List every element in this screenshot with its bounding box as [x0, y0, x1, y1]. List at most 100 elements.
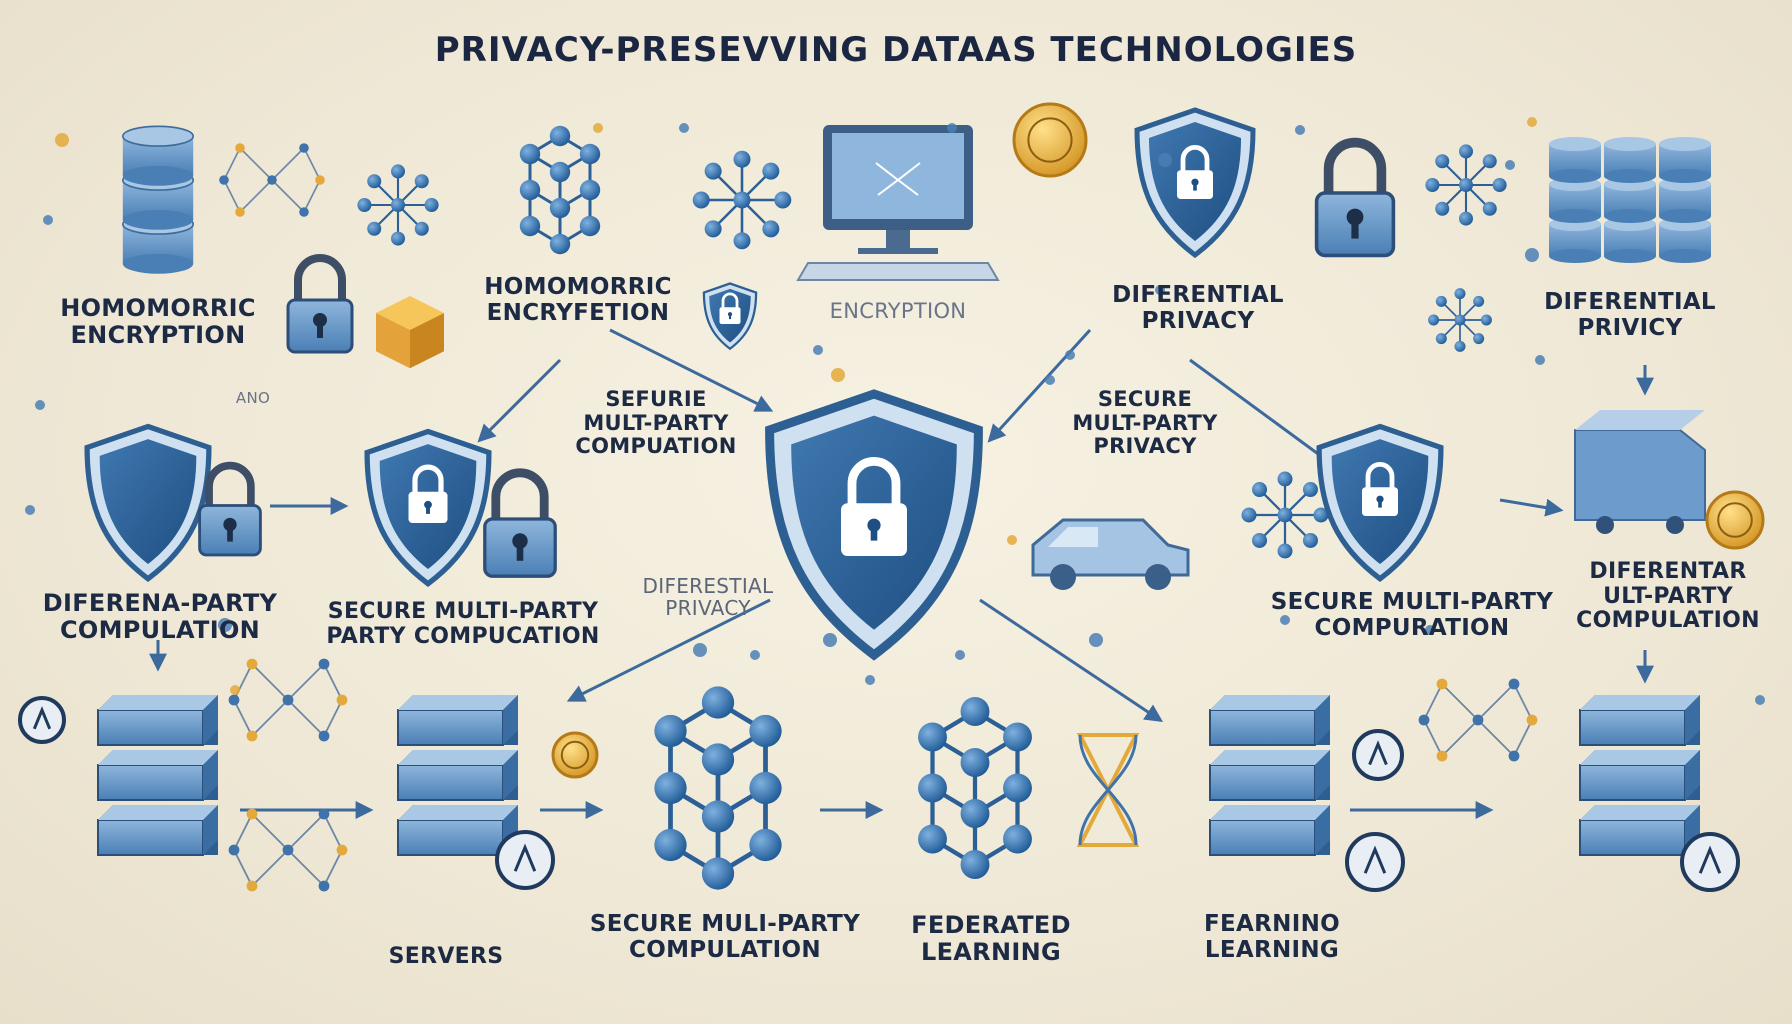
network-icon	[1241, 471, 1329, 559]
decorative-dot	[813, 345, 823, 355]
page-title: PRIVACY-PRESEVVING DATAAS TECHNOLOGIES	[434, 30, 1358, 70]
network-icon	[228, 808, 348, 892]
server-stack-icon	[1209, 695, 1330, 856]
decorative-dot	[1527, 117, 1537, 127]
label-encryption: ENCRYPTION	[829, 299, 967, 324]
server-stack-icon	[97, 695, 218, 856]
label-line: ENCRYPTION	[829, 299, 967, 323]
decorative-dot	[947, 123, 957, 133]
label-line: LEARNING	[1204, 936, 1340, 963]
label-line: COMPULATION	[1576, 608, 1760, 634]
label-line: SECURE MULTI-PARTY	[1270, 589, 1554, 615]
padlock-icon	[841, 457, 907, 556]
label-line: HOMOMORRIC	[60, 294, 256, 322]
decorative-dot	[55, 133, 69, 147]
label-line: COMPURATION	[1314, 614, 1510, 641]
padlock-icon	[1362, 462, 1398, 516]
network-icon	[219, 143, 325, 217]
connector-arrow	[609, 328, 774, 412]
label-line: DIFERENTIAL	[1112, 282, 1284, 308]
label-line: ENCRYPTION	[70, 320, 246, 349]
network-icon	[1425, 144, 1507, 226]
decorative-dot	[1045, 375, 1055, 385]
connector-arrow	[1499, 498, 1564, 517]
circle-badge-icon	[18, 696, 66, 744]
cube-icon	[376, 296, 444, 369]
label-line: DIFERENTAR	[1589, 559, 1747, 584]
decorative-dot	[230, 685, 240, 695]
label-line: SEFURIE	[605, 387, 707, 411]
padlock-icon	[483, 468, 557, 578]
decorative-dot	[35, 400, 45, 410]
label-line: MULT-PARTY	[583, 410, 729, 435]
decorative-dot	[25, 505, 35, 515]
circle-badge-icon	[1345, 832, 1405, 892]
label-line: FEDERATED	[911, 911, 1071, 939]
database-icon	[1549, 137, 1711, 263]
decorative-dot	[593, 123, 603, 133]
decorative-dot	[750, 650, 760, 660]
padlock-icon	[1314, 137, 1396, 258]
connector-arrow	[566, 598, 771, 702]
decorative-dot	[1525, 248, 1539, 262]
label-line: PARTY COMPUCATION	[326, 623, 600, 649]
network-icon	[519, 125, 601, 255]
label-line: DIFERENA-PARTY	[42, 589, 278, 617]
label-line: COMPUATION	[575, 434, 737, 459]
connector-arrow	[979, 598, 1163, 722]
network-icon	[654, 686, 782, 890]
decorative-dot	[1158, 153, 1172, 167]
database-icon	[121, 125, 195, 274]
padlock-icon	[1177, 145, 1213, 199]
label-line: DIFERESTIAL	[642, 574, 774, 598]
decorative-dot	[1505, 160, 1515, 170]
padlock-icon	[408, 464, 448, 523]
computer-monitor-icon	[796, 125, 1000, 281]
padlock-icon	[286, 254, 354, 354]
label-line: SERVERS	[388, 944, 504, 969]
decorative-dot	[831, 368, 845, 382]
padlock-icon	[198, 461, 262, 557]
decorative-dot	[955, 650, 965, 660]
label-line: COMPULATION	[629, 936, 821, 963]
hourglass-icon	[1076, 733, 1140, 847]
decorative-dot	[1425, 625, 1435, 635]
connector-arrow	[1189, 358, 1343, 473]
decorative-dot	[218, 618, 232, 632]
label-line: DIFERENTIAL	[1544, 289, 1716, 315]
network-icon	[228, 658, 348, 742]
shield-icon	[84, 423, 212, 583]
server-stack-icon	[397, 695, 518, 856]
label-line: SECURE MULTI-PARTY	[327, 599, 599, 624]
connector-arrow	[477, 358, 562, 443]
label-line: SECURE	[1097, 387, 1193, 411]
decorative-dot	[1065, 350, 1075, 360]
server-stack-icon	[1579, 695, 1700, 856]
network-icon	[1428, 288, 1492, 352]
label-and: ANO	[236, 390, 270, 407]
decorative-dot	[823, 633, 837, 647]
label-line: PRIVACY	[1093, 434, 1197, 459]
network-icon	[1418, 678, 1538, 762]
gold-coin-icon	[551, 731, 599, 779]
delivery-truck-icon	[1574, 410, 1706, 534]
decorative-dot	[1007, 535, 1017, 545]
label-line: PRIVICY	[1577, 314, 1683, 341]
label-line: SECURE MULI-PARTY	[589, 911, 861, 937]
network-icon	[357, 164, 439, 246]
decorative-dot	[865, 675, 875, 685]
decorative-dot	[1755, 695, 1765, 705]
decorative-dot	[693, 643, 707, 657]
